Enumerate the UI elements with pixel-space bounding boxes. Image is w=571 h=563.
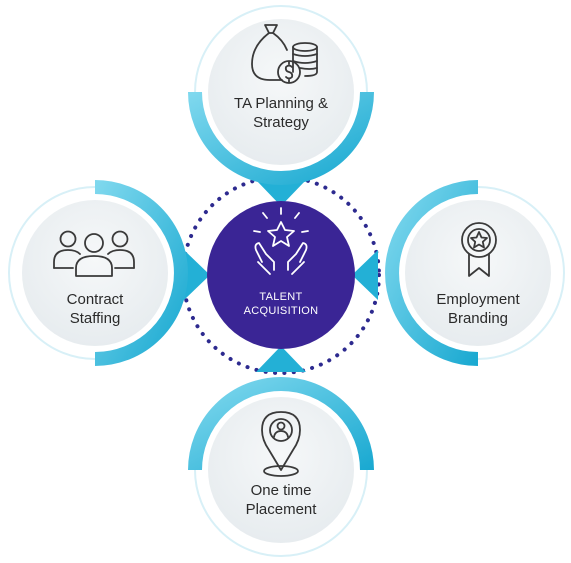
people-group-icon	[53, 230, 135, 277]
money-bag-icon	[251, 24, 318, 84]
node-left-line1: Contract	[66, 291, 124, 308]
connector-left	[184, 250, 210, 300]
node-top-line1: TA Planning &	[234, 95, 328, 112]
connector-top	[256, 180, 306, 206]
center-label: TALENT ACQUISITION	[221, 290, 341, 318]
center-circle	[207, 201, 355, 349]
node-top	[188, 5, 374, 185]
node-left-label: Contract Staffing	[15, 290, 175, 328]
connector-bottom	[256, 346, 306, 372]
node-top-line2: Strategy	[253, 114, 309, 131]
node-right-line2: Branding	[447, 310, 509, 327]
node-right-line1: Employment	[436, 291, 520, 308]
node-left-line2: Staffing	[69, 310, 121, 327]
node-bottom-line2: Placement	[245, 501, 317, 518]
node-right	[385, 180, 565, 366]
node-left	[8, 180, 188, 366]
award-ribbon-icon	[461, 222, 497, 277]
hands-star-icon	[253, 207, 309, 275]
center-line1: TALENT	[259, 291, 303, 303]
node-top-label: TA Planning & Strategy	[201, 94, 361, 132]
node-bottom-line1: One time	[250, 482, 312, 499]
node-bottom-label: One time Placement	[201, 481, 361, 519]
connector-right	[352, 250, 378, 300]
center-line2: ACQUISITION	[243, 305, 319, 317]
node-right-label: Employment Branding	[398, 290, 558, 328]
location-pin-person-icon	[261, 411, 301, 477]
